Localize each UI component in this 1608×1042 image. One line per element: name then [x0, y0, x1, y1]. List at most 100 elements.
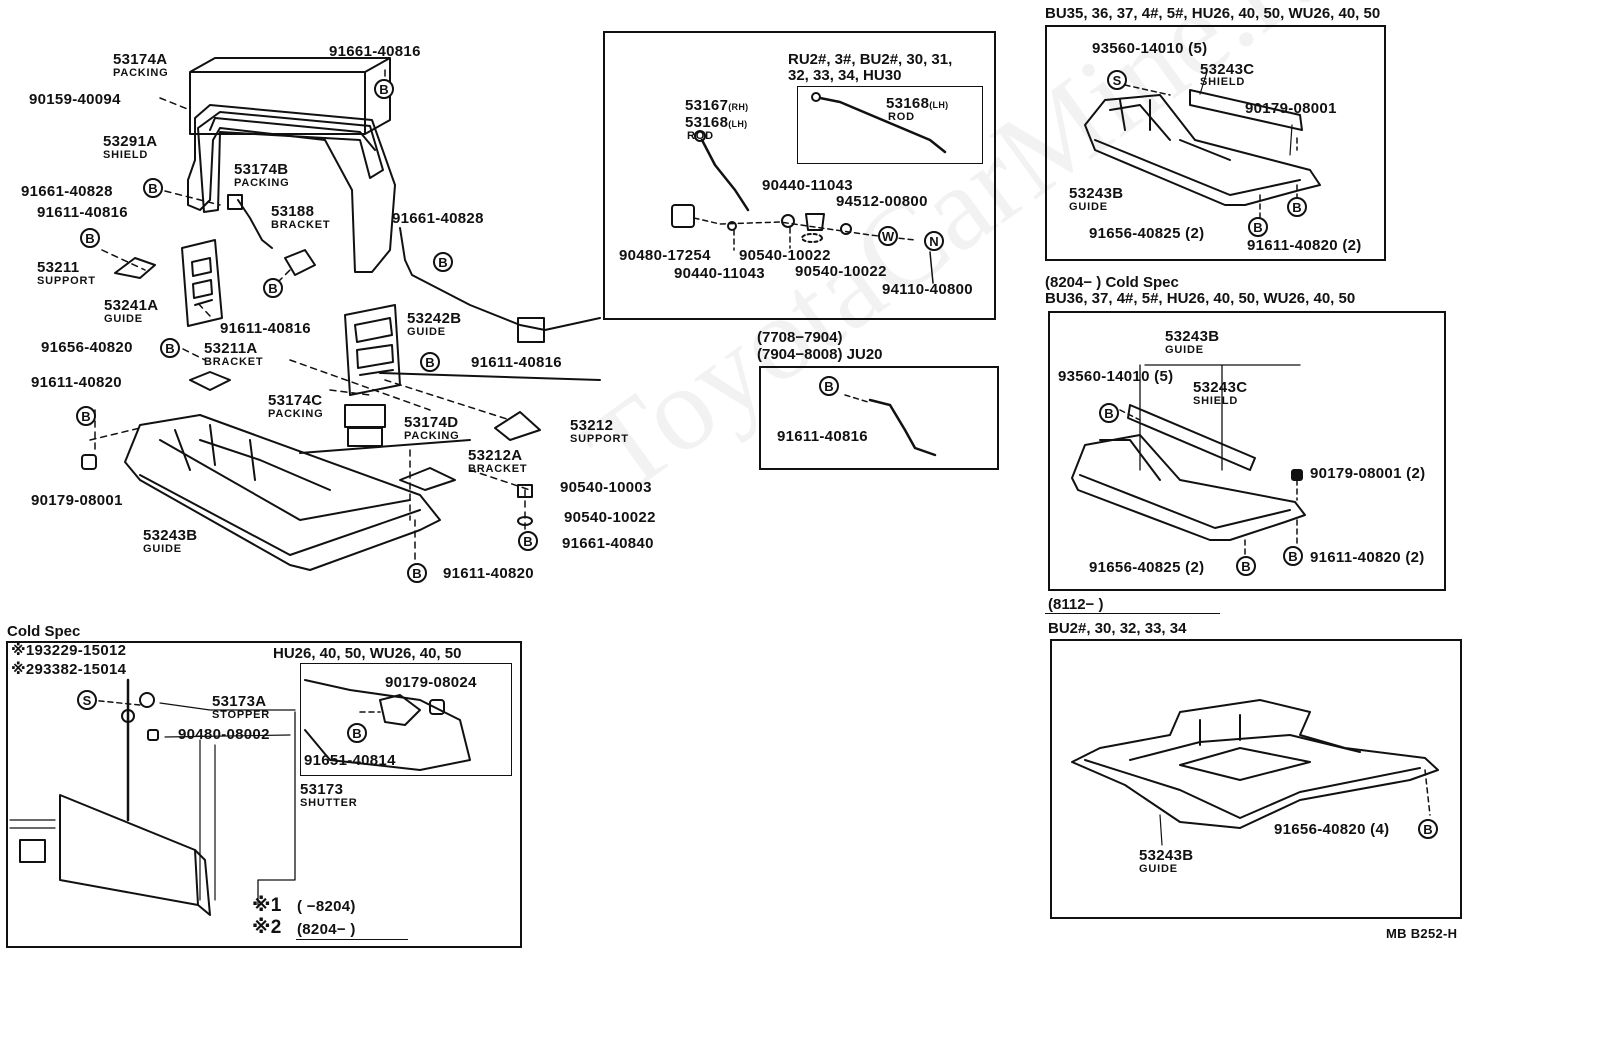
note2-range: (8204− ): [297, 921, 356, 938]
label-cold-91656: 91656-40825 (2): [1089, 559, 1205, 576]
label-53174a: 53174A: [113, 51, 168, 68]
label-53212: 53212: [570, 417, 614, 434]
label-bu35-53243c-name: SHIELD: [1200, 76, 1246, 88]
label-91661-40828-b: 91661-40828: [392, 210, 484, 227]
label-53174b: 53174B: [234, 161, 289, 178]
label-bu35-91656: 91656-40825 (2): [1089, 225, 1205, 242]
label-53291a: 53291A: [103, 133, 158, 150]
label-90540-10022: 90540-10022: [564, 509, 656, 526]
ju20-header-1: (7708−7904): [757, 329, 843, 346]
symbol-b-icon: [1291, 469, 1303, 481]
symbol-b-icon: B: [518, 531, 538, 551]
label-94512-00800: 94512-00800: [836, 193, 928, 210]
bu2-header-1: (8112− ): [1048, 596, 1104, 613]
label-cold-53243b-name: GUIDE: [1165, 344, 1204, 356]
label-91611-40816-b: 91611-40816: [220, 320, 311, 337]
label-cold-90179: 90179-08001 (2): [1310, 465, 1426, 482]
label-53241a: 53241A: [104, 297, 159, 314]
label-53291a-name: SHIELD: [103, 149, 149, 161]
label-bu35-53243b: 53243B: [1069, 185, 1124, 202]
symbol-n-icon: N: [924, 231, 944, 251]
label-91656-40820: 91656-40820: [41, 339, 133, 356]
bu2-box: [1050, 639, 1462, 919]
symbol-b-icon: B: [407, 563, 427, 583]
label-91661-40840: 91661-40840: [562, 535, 654, 552]
bu35-box: [1045, 25, 1386, 261]
label-91611-40816-c: 91611-40816: [471, 354, 562, 371]
label-90159-40094: 90159-40094: [29, 91, 121, 108]
label-53212-name: SUPPORT: [570, 433, 629, 445]
guide-53241a: [181, 239, 223, 327]
symbol-b-icon: B: [433, 252, 453, 272]
label-bu35-93560: 93560-14010 (5): [1092, 40, 1208, 57]
label-53241a-name: GUIDE: [104, 313, 143, 325]
label-53188: 53188: [271, 203, 315, 220]
symbol-b-icon: B: [347, 723, 367, 743]
label-cold-53243c-name: SHIELD: [1193, 395, 1239, 407]
label-53168: 53168(LH): [685, 114, 748, 131]
symbol-s-icon: S: [77, 690, 97, 710]
symbol-w-icon: W: [878, 226, 898, 246]
label-53173: 53173: [300, 781, 344, 798]
label-53174b-name: PACKING: [234, 177, 290, 189]
symbol-b-icon: B: [80, 228, 100, 248]
rod-box: [603, 31, 996, 320]
label-53211a: 53211A: [204, 340, 258, 357]
packing-53174b: [197, 111, 384, 213]
label-90440-11043-b: 90440-11043: [674, 265, 765, 282]
label-53167: 53167(RH): [685, 97, 749, 114]
label-cold-93560: 93560-14010 (5): [1058, 368, 1174, 385]
label-53174a-name: PACKING: [113, 67, 169, 79]
label-91611-40816-a: 91611-40816: [37, 204, 128, 221]
bu2-header-2: BU2#, 30, 32, 33, 34: [1048, 620, 1187, 637]
symbol-b-icon: B: [263, 278, 283, 298]
label-91611-40820-a: 91611-40820: [31, 374, 122, 391]
label-90179-08024: 90179-08024: [385, 674, 477, 691]
label-53173a-name: STOPPER: [212, 709, 270, 721]
symbol-b-icon: B: [374, 79, 394, 99]
symbol-b-icon: B: [160, 338, 180, 358]
diagram-code: MB B252-H: [1386, 926, 1458, 941]
label-bu35-53243b-name: GUIDE: [1069, 201, 1108, 213]
label-53243b-name: GUIDE: [143, 543, 182, 555]
symbol-s-icon: S: [1107, 70, 1127, 90]
label-53174d-name: PACKING: [404, 430, 460, 442]
note2-underline: [296, 939, 408, 940]
symbol-b-icon: B: [420, 352, 440, 372]
label-53168-lh-inset: 53168(LH): [886, 95, 949, 112]
shutter-inset-header: HU26, 40, 50, WU26, 40, 50: [273, 645, 462, 662]
cold-spec-header-2: BU36, 37, 4#, 5#, HU26, 40, 50, WU26, 40…: [1045, 290, 1356, 307]
label-91611-40820-b: 91611-40820: [443, 565, 534, 582]
label-bu2-53243b-name: GUIDE: [1139, 863, 1178, 875]
note1-mark: ※1: [252, 895, 282, 916]
label-90179-08001: 90179-08001: [31, 492, 123, 509]
bu35-header: BU35, 36, 37, 4#, 5#, HU26, 40, 50, WU26…: [1045, 5, 1381, 22]
label-rod-name: ROD: [687, 130, 714, 142]
label-53173-name: SHUTTER: [300, 797, 358, 809]
ju20-box: [759, 366, 999, 470]
label-bu2-91656: 91656-40820 (4): [1274, 821, 1390, 838]
symbol-b-icon: B: [1236, 556, 1256, 576]
label-cold-91611: 91611-40820 (2): [1310, 549, 1425, 566]
label-ju20-91611-40816: 91611-40816: [777, 428, 868, 445]
symbol-b-icon: B: [819, 376, 839, 396]
label-cold-53243c: 53243C: [1193, 379, 1248, 396]
label-91661-40828-a: 91661-40828: [21, 183, 113, 200]
symbol-b-icon: B: [76, 406, 96, 426]
label-90480-08002: 90480-08002: [178, 726, 270, 743]
label-91651-40814: 91651-40814: [304, 752, 396, 769]
label-90440-11043-a: 90440-11043: [762, 177, 853, 194]
label-94110-40800: 94110-40800: [882, 281, 973, 298]
label-53188-name: BRACKET: [271, 219, 331, 231]
note2-mark: ※2: [252, 917, 282, 938]
label-bu2-53243b: 53243B: [1139, 847, 1194, 864]
shutter-box: [6, 641, 522, 948]
symbol-b-icon: B: [1418, 819, 1438, 839]
label-bu35-90179: 90179-08001: [1245, 100, 1337, 117]
rod-box-header-2: 32, 33, 34, HU30: [788, 67, 902, 84]
symbol-b-icon: B: [1248, 217, 1268, 237]
label-90540-10022-b: 90540-10022: [795, 263, 887, 280]
label-53211: 53211: [37, 259, 80, 276]
label-53211-name: SUPPORT: [37, 275, 96, 287]
